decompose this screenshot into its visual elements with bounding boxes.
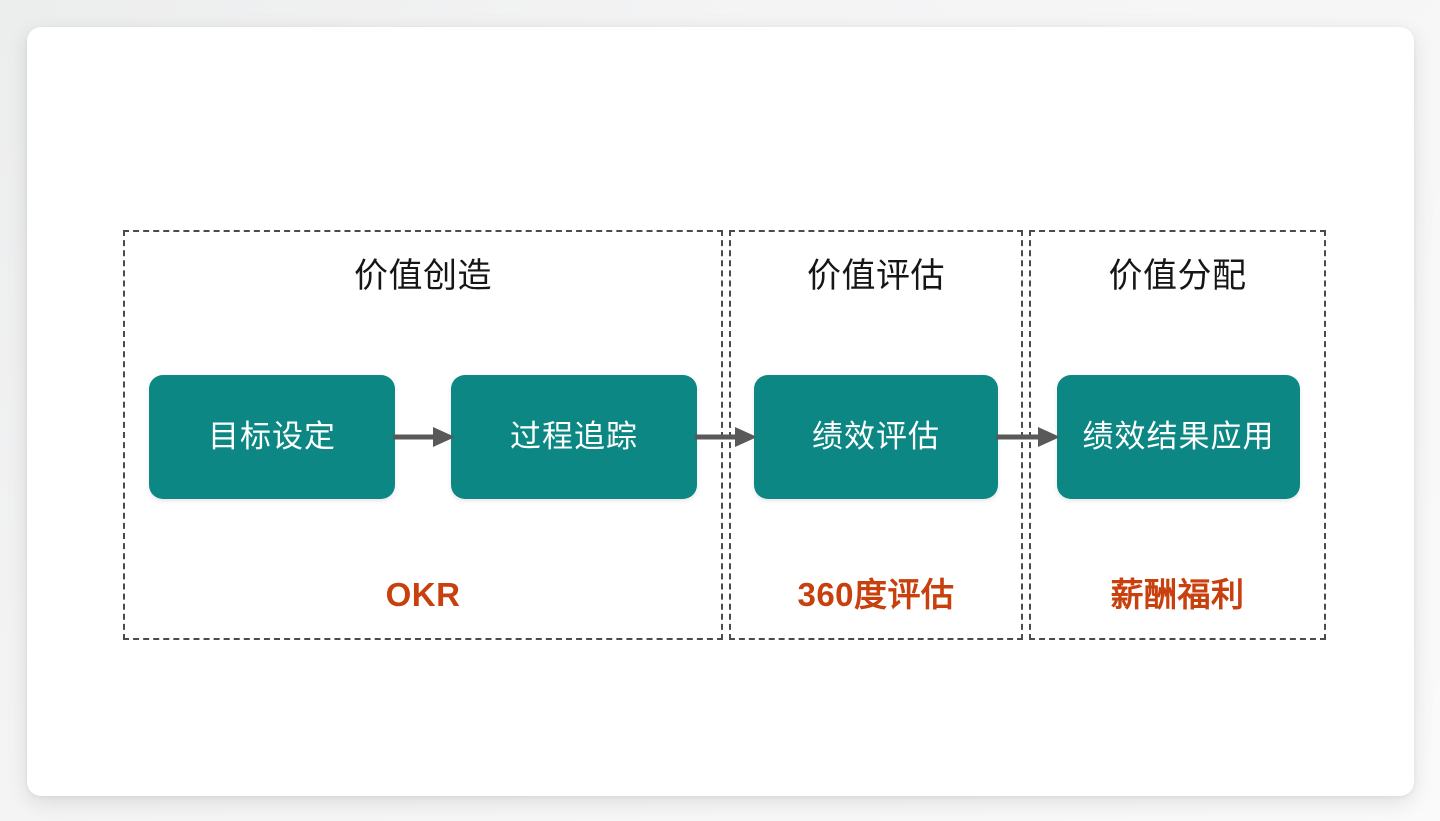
slide-card: 价值创造 OKR 价值评估 360度评估 价值分配 薪酬福利 目标设定 过程追踪… [27,27,1414,796]
arrow-icon-tracking-to-review [695,425,757,449]
process-node-label: 目标设定 [208,419,336,454]
phase-title-value-creation: 价值创造 [354,257,492,295]
process-node-progress-tracking[interactable]: 过程追踪 [451,375,697,499]
process-node-performance-review[interactable]: 绩效评估 [754,375,998,499]
process-node-label: 绩效评估 [812,419,940,454]
arrow-icon-goal-to-tracking [393,425,455,449]
process-node-label: 过程追踪 [510,419,638,454]
phase-title-value-distribution: 价值分配 [1108,257,1247,295]
phase-footer-value-creation: OKR [385,576,461,613]
process-node-goal-setting[interactable]: 目标设定 [149,375,395,499]
phase-footer-value-distribution: 薪酬福利 [1110,576,1245,613]
process-node-result-application[interactable]: 绩效结果应用 [1057,375,1300,499]
phase-group-value-creation: 价值创造 OKR [123,230,723,640]
phase-footer-value-evaluation: 360度评估 [797,576,955,613]
arrow-icon-review-to-application [996,425,1060,449]
process-node-label: 绩效结果应用 [1082,419,1275,454]
phase-group-value-distribution: 价值分配 薪酬福利 [1029,230,1326,640]
phase-title-value-evaluation: 价值评估 [807,257,945,295]
